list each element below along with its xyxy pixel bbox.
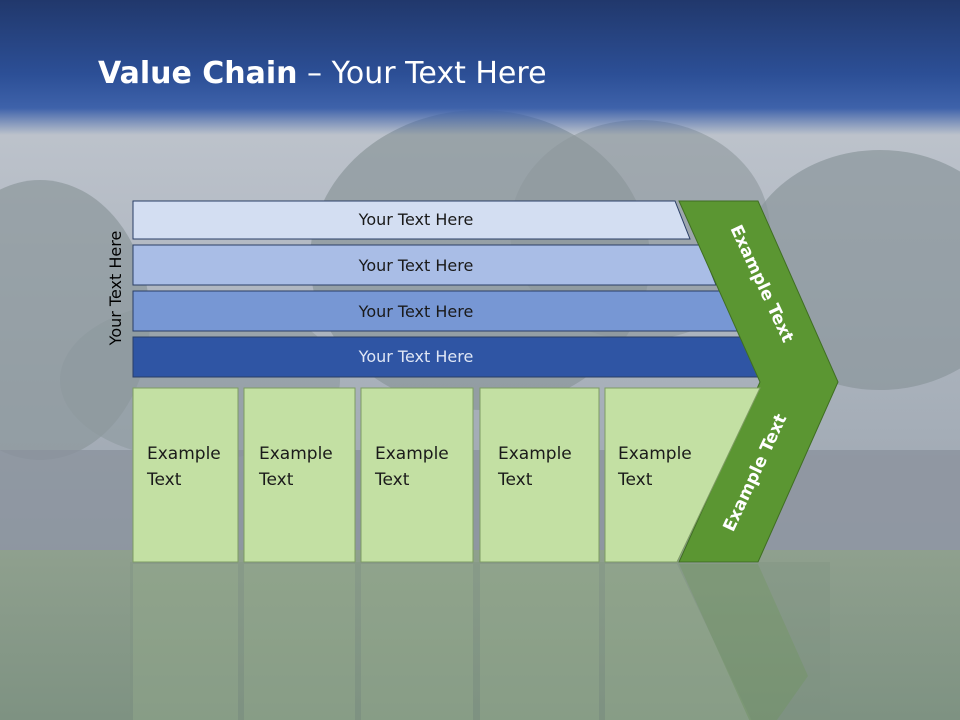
reflection [133, 564, 808, 720]
activity-2-line2: Text [258, 470, 294, 490]
support-row-1 [132, 200, 691, 240]
activity-1-line2: Text [146, 470, 182, 490]
support-row-1-label: Your Text Here [358, 210, 474, 229]
activity-3-line1: Example [375, 444, 449, 464]
support-row-2-label: Your Text Here [358, 256, 474, 275]
title-rest: – Your Text Here [297, 56, 547, 91]
margin-chevron [678, 200, 839, 563]
support-row-2 [132, 244, 717, 286]
activity-box-3 [360, 387, 474, 563]
support-row-4-label: Your Text Here [358, 347, 474, 366]
primary-activities: Example Text Example Text Example Text E… [132, 387, 761, 563]
activity-2-line1: Example [259, 444, 333, 464]
slide-title: Value Chain – Your Text Here [98, 54, 547, 94]
activity-5-line1: Example [618, 444, 692, 464]
support-row-3-label: Your Text Here [358, 302, 474, 321]
activity-4-line2: Text [497, 470, 533, 490]
activity-1-line1: Example [147, 444, 221, 464]
reflection-fade [130, 562, 830, 720]
activity-3-line2: Text [374, 470, 410, 490]
activity-box-2 [243, 387, 356, 563]
activity-box-4 [479, 387, 600, 563]
activity-box-5 [604, 387, 761, 563]
support-rows: Your Text Here Your Text Here Your Text … [132, 200, 764, 378]
title-strong: Value Chain [98, 56, 298, 91]
activity-5-line2: Text [617, 470, 653, 490]
activity-box-1 [132, 387, 239, 563]
activity-4-line1: Example [498, 444, 572, 464]
